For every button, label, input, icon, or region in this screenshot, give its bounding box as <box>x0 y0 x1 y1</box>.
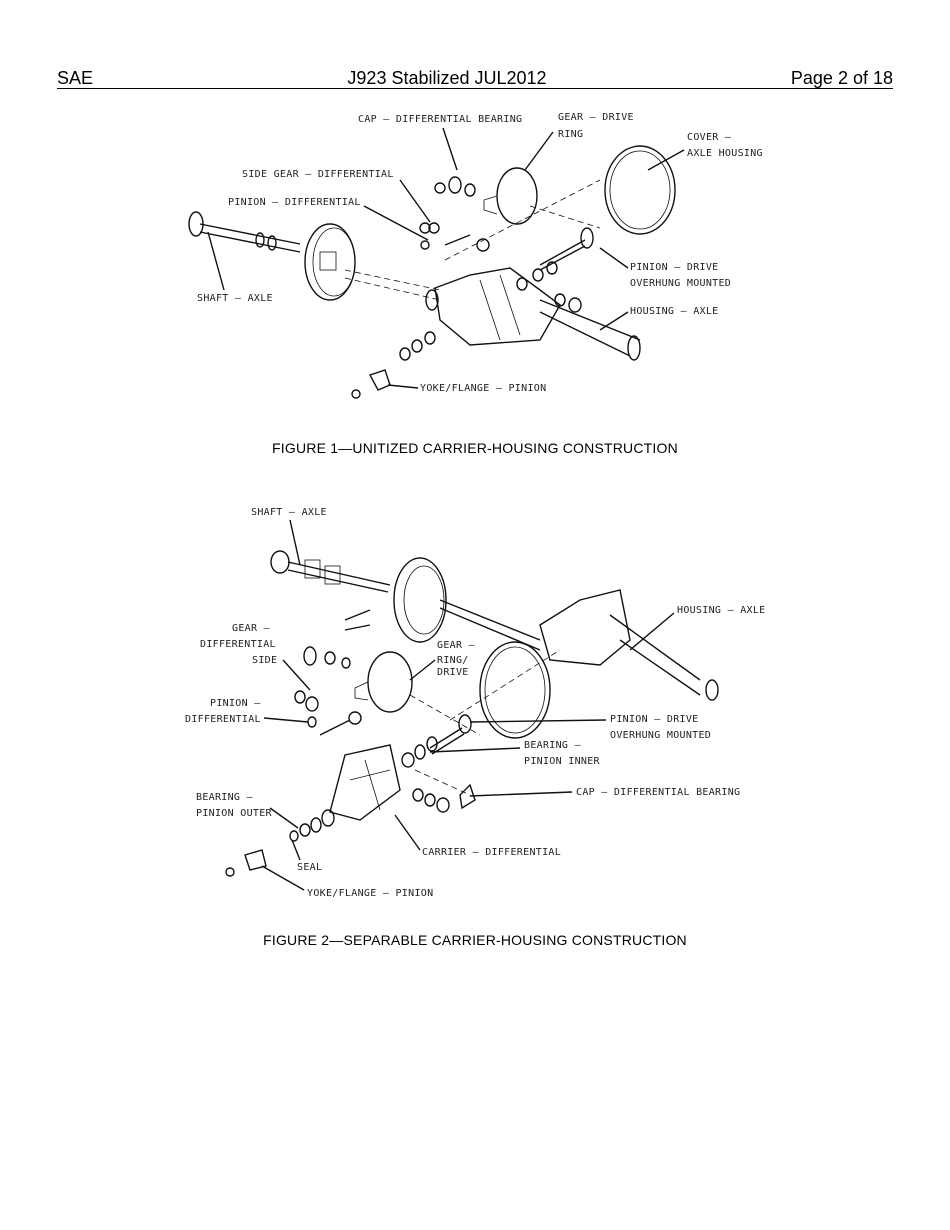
label-yoke-flange: YOKE/FLANGE – PINION <box>307 888 434 899</box>
figure-2-leader-lines <box>261 519 675 891</box>
label-cap-differential-bearing: CAP – DIFFERENTIAL BEARING <box>358 114 523 125</box>
label-overhung-mounted: OVERHUNG MOUNTED <box>610 730 712 741</box>
label-cap-differential-bearing: CAP – DIFFERENTIAL BEARING <box>576 787 741 798</box>
label-pinion-differential-2: DIFFERENTIAL <box>185 714 261 725</box>
label-pinion-drive: PINION – DRIVE <box>610 714 699 725</box>
label-gear-ring-drive: DRIVE <box>437 667 469 678</box>
header-rule <box>57 88 893 89</box>
label-housing-axle: HOUSING – AXLE <box>677 605 766 616</box>
label-cover-axle-housing: AXLE HOUSING <box>687 148 763 159</box>
label-gear-side: GEAR – <box>232 623 270 634</box>
label-housing-axle: HOUSING – AXLE <box>630 306 719 317</box>
label-side-gear: SIDE GEAR – DIFFERENTIAL <box>242 169 394 180</box>
figure-2-parts <box>225 550 719 877</box>
label-gear-ring: GEAR – <box>437 640 475 651</box>
label-overhung-mounted: OVERHUNG MOUNTED <box>630 278 732 289</box>
label-gear-side-differential: DIFFERENTIAL <box>200 639 276 650</box>
label-gear-ring-ring: RING/ <box>437 655 469 666</box>
label-pinion-differential: PINION – <box>210 698 261 709</box>
figure-2-caption: FIGURE 2—SEPARABLE CARRIER-HOUSING CONST… <box>263 932 687 948</box>
label-seal: SEAL <box>297 862 323 873</box>
label-pinion-drive: PINION – DRIVE <box>630 262 719 273</box>
label-yoke-flange: YOKE/FLANGE – PINION <box>420 383 547 394</box>
header-title: J923 Stabilized JUL2012 <box>347 68 547 88</box>
label-pinion-inner: PINION INNER <box>524 756 600 767</box>
label-gear-drive-ring: RING <box>558 129 584 140</box>
header-left: SAE <box>57 68 94 88</box>
figure-1-parts <box>188 145 676 399</box>
figure-1-leader-lines <box>207 127 685 389</box>
label-bearing-outer: BEARING – <box>196 792 253 803</box>
label-pinion-differential: PINION – DIFFERENTIAL <box>228 197 361 208</box>
header-page-number: Page 2 of 18 <box>790 68 893 88</box>
label-shaft-axle: SHAFT – AXLE <box>251 507 327 518</box>
label-pinion-outer: PINION OUTER <box>196 808 272 819</box>
label-gear-side-side: SIDE <box>252 655 278 666</box>
figure-1-caption: FIGURE 1—UNITIZED CARRIER-HOUSING CONSTR… <box>272 440 678 456</box>
label-cover: COVER – <box>687 132 732 143</box>
label-carrier-differential: CARRIER – DIFFERENTIAL <box>422 847 562 858</box>
label-shaft-axle: SHAFT – AXLE <box>197 293 273 304</box>
label-gear-drive: GEAR – DRIVE <box>558 112 634 123</box>
label-bearing-inner: BEARING – <box>524 740 581 751</box>
